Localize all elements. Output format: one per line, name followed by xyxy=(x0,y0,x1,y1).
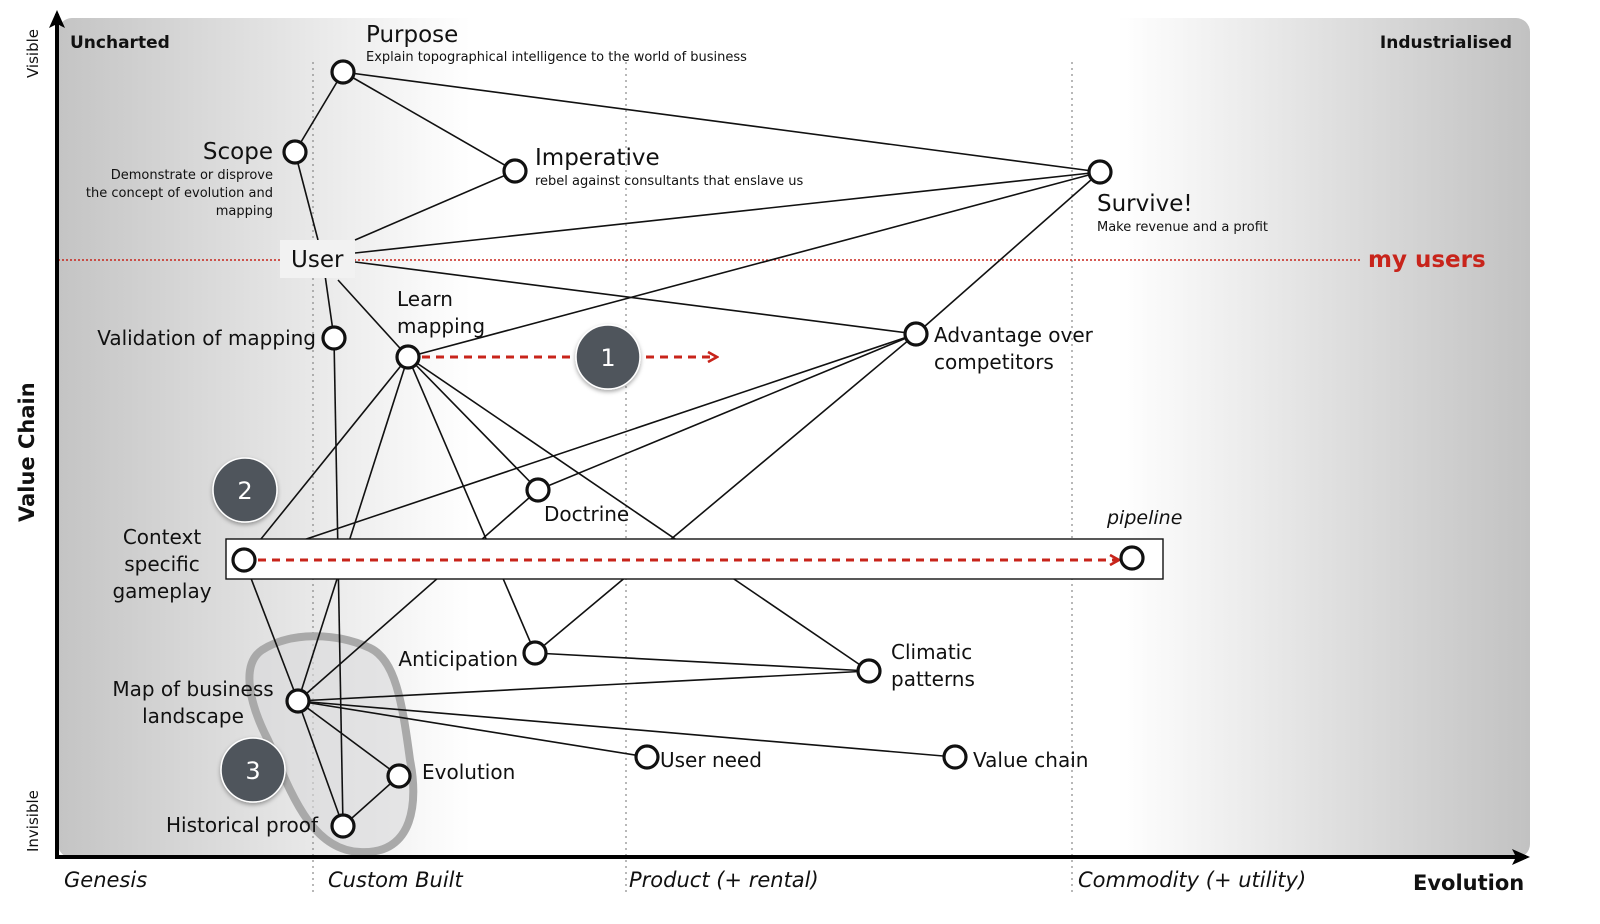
label-climatic-1: Climatic xyxy=(891,640,972,664)
label-context-1: Context xyxy=(123,525,202,549)
badge-1-number: 1 xyxy=(600,344,615,372)
stage-custom-built: Custom Built xyxy=(328,868,464,892)
node-evolution[interactable] xyxy=(386,763,412,789)
edge-line xyxy=(354,171,1101,254)
edge-line xyxy=(534,652,870,672)
node-pipeline-end[interactable] xyxy=(1119,545,1145,571)
stage-product: Product (+ rental) xyxy=(629,868,819,892)
stage-commodity: Commodity (+ utility) xyxy=(1078,868,1306,892)
edge-line xyxy=(354,261,917,335)
badge-2-circle xyxy=(212,457,278,523)
label-advantage-2: competitors xyxy=(934,350,1054,374)
user-line-label: my users xyxy=(1368,247,1486,273)
badge-3: 3 xyxy=(220,737,286,803)
label-anticipation: Anticipation xyxy=(398,647,518,671)
label-survive: Survive! xyxy=(1097,191,1193,217)
label-pipeline: pipeline xyxy=(1106,507,1182,529)
edges xyxy=(243,71,1101,827)
node-learn[interactable] xyxy=(395,344,421,370)
edge-line xyxy=(243,559,299,702)
edge-line xyxy=(297,700,648,758)
edge-line xyxy=(337,279,409,358)
label-doctrine: Doctrine xyxy=(544,502,629,526)
node-doctrine[interactable] xyxy=(525,477,551,503)
edge-line xyxy=(407,171,1101,358)
label-purpose: Purpose xyxy=(366,22,458,48)
user-anchor-box xyxy=(280,240,355,278)
badge-2: 2 xyxy=(212,457,278,523)
node-survive[interactable] xyxy=(1087,159,1113,185)
edge-line xyxy=(407,356,536,654)
node-userneed[interactable] xyxy=(634,744,660,770)
label-learn-2: mapping xyxy=(397,314,485,338)
label-climatic-2: patterns xyxy=(891,667,975,691)
badge-2-number: 2 xyxy=(237,477,252,505)
label-context-2: specific xyxy=(124,552,200,576)
node-purpose[interactable] xyxy=(330,59,356,85)
edge-line xyxy=(297,489,539,702)
y-axis-top-label: Visible xyxy=(24,29,42,78)
nodes xyxy=(231,59,1145,839)
node-climatic[interactable] xyxy=(856,658,882,684)
sub-scope-2: the concept of evolution and xyxy=(86,186,273,201)
y-axis-title: Value Chain xyxy=(15,382,39,522)
user-anchor-label: User xyxy=(291,247,344,273)
edge-line xyxy=(534,333,917,654)
node-historical[interactable] xyxy=(330,813,356,839)
badge-3-number: 3 xyxy=(245,757,260,785)
edge-line xyxy=(342,71,516,172)
x-axis-title: Evolution xyxy=(1413,871,1524,895)
corner-uncharted: Uncharted xyxy=(70,33,170,53)
badge-1: 1 xyxy=(575,324,641,390)
edge-line xyxy=(297,356,409,702)
edge-line xyxy=(294,71,344,153)
edge-line xyxy=(243,333,917,561)
node-imperative[interactable] xyxy=(502,158,528,184)
label-validation: Validation of mapping xyxy=(97,326,316,350)
edge-line xyxy=(294,151,319,241)
edge-line xyxy=(297,670,870,702)
edge-line xyxy=(915,171,1101,335)
badge-1-circle xyxy=(575,324,641,390)
edge-line xyxy=(297,700,344,827)
sub-survive: Make revenue and a profit xyxy=(1097,220,1268,235)
label-advantage-1: Advantage over xyxy=(934,323,1094,347)
cluster-outline xyxy=(245,632,418,857)
label-scope: Scope xyxy=(203,139,273,165)
label-mapbiz-1: Map of business xyxy=(112,677,273,701)
edge-line xyxy=(297,700,956,758)
edge-line xyxy=(407,356,870,672)
label-userneed: User need xyxy=(660,748,762,772)
edge-line xyxy=(354,170,516,241)
label-mapbiz-2: landscape xyxy=(142,704,244,728)
node-mapbiz[interactable] xyxy=(285,688,311,714)
edge-line xyxy=(537,333,917,491)
map-background xyxy=(58,18,1530,858)
edge-line xyxy=(297,700,400,777)
node-advantage[interactable] xyxy=(903,321,929,347)
label-evolution: Evolution xyxy=(422,760,515,784)
node-validation[interactable] xyxy=(321,325,347,351)
corner-industrialised: Industrialised xyxy=(1380,33,1512,53)
edge-line xyxy=(342,71,1101,173)
label-historical: Historical proof xyxy=(166,813,319,837)
node-scope[interactable] xyxy=(282,139,308,165)
sub-purpose: Explain topographical intelligence to th… xyxy=(366,50,747,65)
label-context-3: gameplay xyxy=(112,579,211,603)
badge-3-circle xyxy=(220,737,286,803)
node-context[interactable] xyxy=(231,547,257,573)
sub-scope-3: mapping xyxy=(216,204,273,219)
label-valuechain: Value chain xyxy=(973,748,1088,772)
sub-imperative: rebel against consultants that enslave u… xyxy=(535,174,804,189)
y-axis-bottom-label: Invisible xyxy=(24,790,42,852)
label-learn-1: Learn xyxy=(397,287,453,311)
node-anticipation[interactable] xyxy=(522,640,548,666)
sub-scope-1: Demonstrate or disprove xyxy=(111,168,273,183)
edge-line xyxy=(243,356,409,561)
node-valuechain[interactable] xyxy=(942,744,968,770)
stage-genesis: Genesis xyxy=(64,868,147,892)
label-imperative: Imperative xyxy=(535,145,660,171)
edge-line xyxy=(333,337,344,827)
